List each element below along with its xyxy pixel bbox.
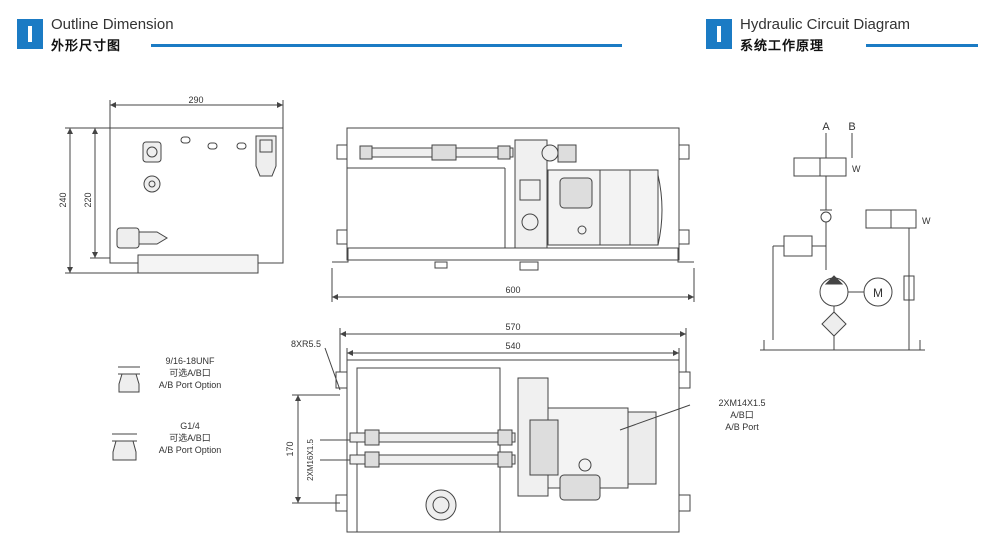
port-option2-en: A/B Port Option xyxy=(159,445,222,455)
motor-symbol: M xyxy=(873,286,883,300)
solenoid-label-2: W xyxy=(922,216,931,226)
outline-title-en: Outline Dimension xyxy=(51,16,174,33)
dim-end-width: 290 xyxy=(188,95,203,105)
ab-port-cn: A/B口 xyxy=(730,410,754,420)
circuit-title-en: Hydraulic Circuit Diagram xyxy=(740,16,911,33)
circuit-header: Hydraulic Circuit Diagram 系统工作原理 xyxy=(706,14,978,54)
top-view xyxy=(292,328,691,533)
header-underline xyxy=(151,44,622,47)
port-option-symbols xyxy=(112,366,140,461)
circuit-title-cn: 系统工作原理 xyxy=(740,38,825,53)
port-option1-en: A/B Port Option xyxy=(159,380,222,390)
side-view xyxy=(331,127,695,302)
hydraulic-circuit xyxy=(760,133,925,351)
dim-slot-spec: 8XR5.5 xyxy=(291,339,321,349)
section-marker-icon xyxy=(17,19,43,49)
dim-overall-length: 600 xyxy=(505,285,520,295)
dim-vertical-pitch: 170 xyxy=(285,441,295,456)
dim-top-length: 570 xyxy=(505,322,520,332)
outline-title-cn: 外形尺寸图 xyxy=(51,38,122,53)
solenoid-label-1: W xyxy=(852,164,861,174)
header-underline xyxy=(866,44,978,47)
outline-header: Outline Dimension 外形尺寸图 xyxy=(17,14,622,54)
port-option2-thread: G1/4 xyxy=(180,421,200,431)
section-marker-icon xyxy=(706,19,732,49)
dim-end-height-outer: 240 xyxy=(58,192,68,207)
ab-port-en: A/B Port xyxy=(725,422,759,432)
port-option2-cn: 可选A/B口 xyxy=(169,432,211,443)
dim-side-ports: 2XM16X1.5 xyxy=(306,439,315,481)
ab-port-thread: 2XM14X1.5 xyxy=(718,398,765,408)
circuit-port-b: B xyxy=(848,121,855,133)
dim-end-height-inner: 220 xyxy=(83,192,93,207)
dim-inner-length: 540 xyxy=(505,341,520,351)
port-option1-cn: 可选A/B口 xyxy=(169,367,211,378)
port-option1-thread: 9/16-18UNF xyxy=(165,356,215,366)
circuit-port-a: A xyxy=(822,121,830,133)
end-view xyxy=(65,100,284,274)
